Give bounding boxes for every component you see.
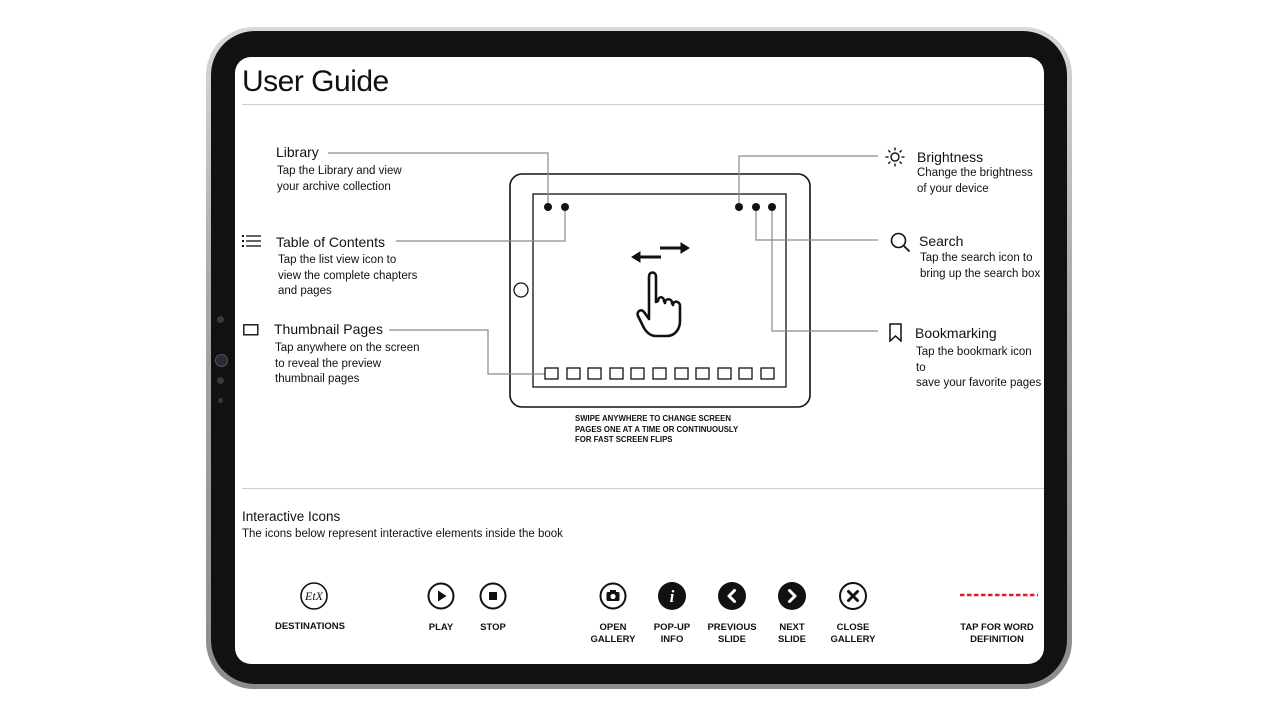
thumbs-desc: Tap anywhere on the screen to reveal the…: [275, 342, 420, 385]
close-gallery-label: CLOSE GALLERY: [830, 622, 876, 645]
destinations-label: DESTINATIONS: [274, 621, 346, 632]
tablet-diagram: [328, 152, 878, 408]
interactive-subtitle: The icons below represent interactive el…: [242, 528, 563, 540]
brightness-desc: Change the brightness of your device: [917, 167, 1033, 195]
word-definition-sample[interactable]: [960, 593, 1038, 599]
svg-text:EtX: EtX: [304, 589, 324, 603]
title-divider: [242, 104, 1044, 105]
camera-dot: [217, 316, 224, 323]
dashed-underline-icon: [960, 593, 1038, 597]
page-title: User Guide: [242, 65, 389, 98]
destinations-button[interactable]: EtX: [299, 581, 329, 611]
previous-slide-button[interactable]: [717, 581, 747, 611]
next-slide-button[interactable]: [777, 581, 807, 611]
tablet-screen: User Guide: [235, 57, 1044, 664]
popup-info-button[interactable]: i: [657, 581, 687, 611]
interactive-title: Interactive Icons: [242, 509, 341, 524]
bookmark-icon: [889, 323, 902, 342]
library-label: Library: [276, 144, 319, 160]
destinations-icon: EtX: [300, 582, 328, 610]
popup-info-label: POP-UP INFO: [653, 622, 691, 645]
section-divider: [242, 488, 1044, 489]
open-gallery-label: OPEN GALLERY: [590, 622, 636, 645]
sensor-dot: [217, 377, 224, 384]
toc-desc: Tap the list view icon to view the compl…: [278, 254, 418, 297]
sensor-dot-small: [218, 398, 223, 403]
next-icon: [778, 582, 806, 610]
svg-text:i: i: [670, 587, 675, 606]
stop-label: STOP: [480, 622, 506, 633]
close-icon: [839, 582, 867, 610]
brightness-label: Brightness: [917, 149, 984, 165]
search-desc: Tap the search icon to bring up the sear…: [920, 252, 1041, 280]
thumbnail-icon: [243, 324, 259, 336]
bookmark-label: Bookmarking: [915, 325, 997, 341]
camera-lens-icon: [215, 354, 228, 367]
search-label: Search: [919, 233, 964, 249]
info-icon: i: [658, 582, 686, 610]
brightness-icon: [885, 147, 905, 167]
play-button[interactable]: [427, 582, 455, 610]
stop-button[interactable]: [479, 582, 507, 610]
camera-icon: [599, 582, 627, 610]
play-icon: [427, 582, 455, 610]
close-gallery-button[interactable]: [838, 581, 868, 611]
swipe-note: SWIPE ANYWHERE TO CHANGE SCREEN PAGES ON…: [575, 414, 739, 444]
stop-icon: [479, 582, 507, 610]
next-slide-label: NEXT SLIDE: [778, 622, 806, 645]
thumbs-label: Thumbnail Pages: [274, 321, 383, 337]
previous-icon: [718, 582, 746, 610]
previous-slide-label: PREVIOUS SLIDE: [707, 622, 757, 645]
word-definition-label: TAP FOR WORD DEFINITION: [960, 622, 1034, 645]
toc-label: Table of Contents: [276, 234, 385, 250]
library-desc: Tap the Library and view your archive co…: [277, 165, 402, 193]
play-label: PLAY: [428, 622, 454, 633]
bookmark-desc: Tap the bookmark icon to save your favor…: [916, 346, 1042, 389]
open-gallery-button[interactable]: [599, 582, 627, 610]
search-icon: [890, 232, 911, 253]
list-icon: [242, 235, 261, 247]
